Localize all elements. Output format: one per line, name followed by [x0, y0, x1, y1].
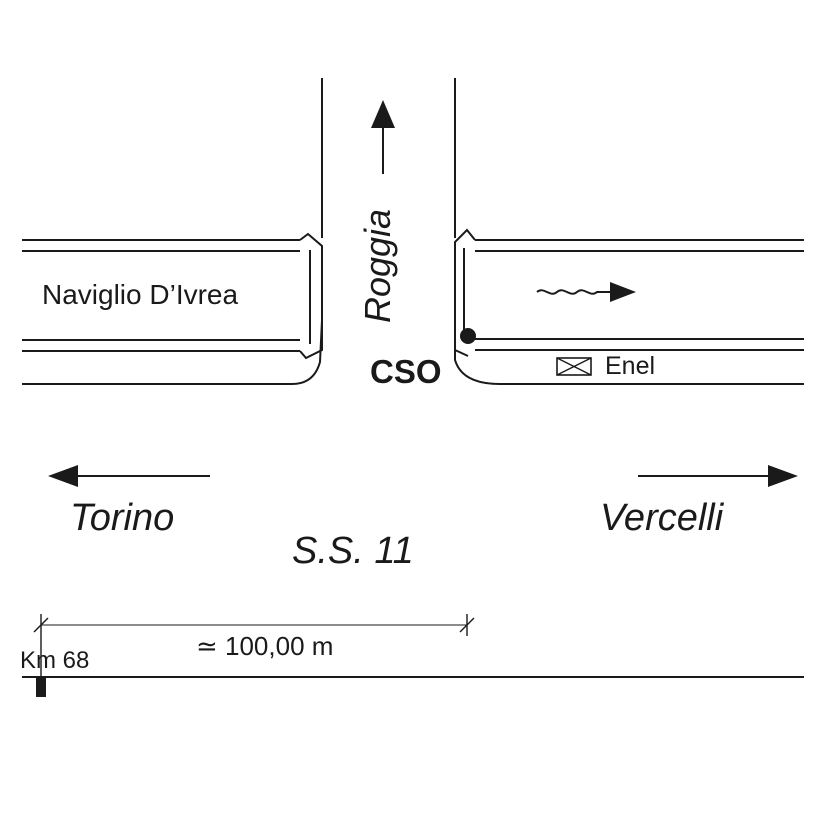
km-marker-label: Km 68	[20, 647, 89, 674]
wavy-flow-arrow-icon	[536, 282, 636, 302]
km-marker-post	[36, 677, 46, 697]
naviglio-canal-west	[22, 232, 323, 385]
roggia-label: Roggia	[357, 209, 398, 323]
canal-east	[454, 228, 804, 385]
cso-label: CSO	[370, 353, 442, 390]
road-label: S.S. 11	[292, 530, 414, 572]
arrow-to-torino	[48, 465, 210, 487]
arrow-to-vercelli	[638, 465, 798, 487]
electrical-cabinet-icon	[556, 357, 592, 376]
distance-scale	[33, 614, 475, 680]
vercelli-label: Vercelli	[600, 497, 725, 539]
canal-west-label: Naviglio D’Ivrea	[42, 279, 238, 310]
torino-label: Torino	[70, 497, 174, 539]
cso-outfall-point-icon	[460, 328, 476, 344]
enel-label: Enel	[605, 352, 655, 380]
roggia-channel	[321, 78, 456, 238]
distance-label: ≃ 100,00 m	[196, 631, 333, 661]
